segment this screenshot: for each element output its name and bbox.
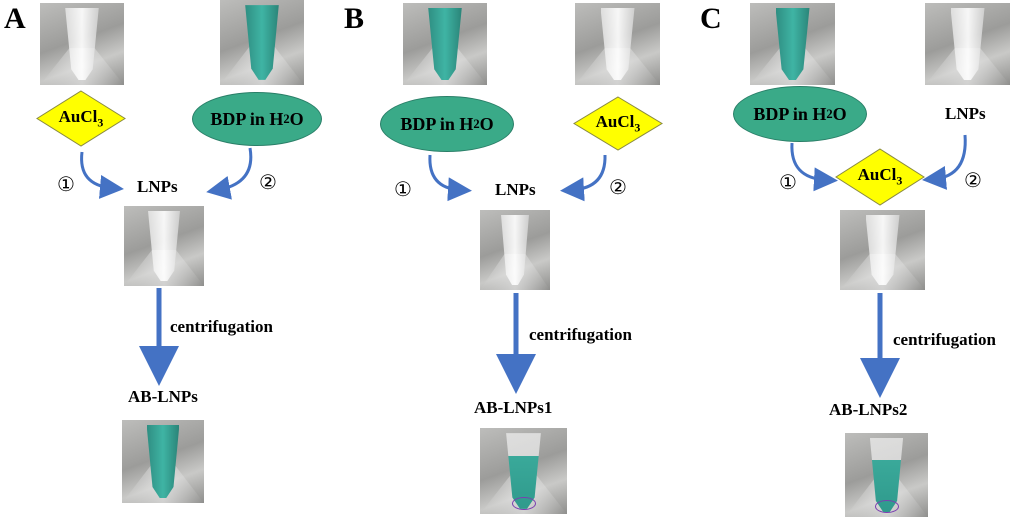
product-label: AB-LNPs1: [474, 398, 553, 417]
step-1-marker: ①: [57, 172, 75, 196]
aucl3-diamond: AuCl3: [573, 96, 663, 151]
photo-bdp-solution: [403, 3, 487, 85]
photo-lnps-solution: [925, 3, 1010, 85]
panel-label: C: [700, 2, 722, 35]
product-label: AB-LNPs2: [829, 400, 908, 419]
photo-product: [845, 433, 928, 517]
photo-product: [122, 420, 204, 503]
subscript: 3: [97, 115, 104, 130]
product-label: AB-LNPs: [128, 387, 198, 406]
curved-arrow-1: [428, 154, 472, 202]
step-2-marker: ②: [964, 168, 982, 192]
lnps-label: LNPs: [137, 177, 178, 196]
panel-label: A: [4, 2, 26, 35]
curved-arrow-2: [560, 154, 607, 202]
step-1-marker: ①: [394, 177, 412, 201]
step-2-marker: ②: [259, 170, 277, 194]
subscript: 3: [634, 120, 641, 135]
bdp-text: BDP in H: [400, 113, 474, 134]
photo-bdp-solution: [220, 0, 304, 85]
photo-aucl3-solution: [575, 3, 660, 85]
step-2-marker: ②: [609, 175, 627, 199]
lnps-label: LNPs: [495, 180, 536, 199]
precipitate-circle: [511, 497, 536, 510]
bdp-text: BDP in H: [210, 108, 284, 129]
bdp-text-tail: O: [289, 108, 304, 129]
photo-aucl3-solution: [40, 3, 124, 85]
process-label: centrifugation: [170, 317, 273, 336]
bdp-text-tail: O: [832, 103, 847, 124]
aucl3-text: AuCl: [857, 165, 897, 185]
subscript: 2: [283, 111, 290, 126]
precipitate-circle: [874, 500, 899, 513]
bdp-text-tail: O: [479, 113, 494, 134]
subscript: 2: [826, 106, 833, 121]
photo-lnps: [124, 206, 204, 286]
aucl3-diamond: AuCl3: [835, 148, 925, 206]
subscript: 2: [473, 116, 480, 131]
curved-arrow-2: [922, 134, 967, 190]
panel-label: B: [344, 2, 365, 35]
photo-product: [480, 428, 567, 514]
aucl3-text: AuCl: [58, 106, 98, 126]
process-label: centrifugation: [529, 325, 632, 344]
aucl3-diamond: AuCl3: [36, 90, 126, 147]
photo-bdp-solution: [750, 3, 835, 85]
aucl3-text: AuCl: [595, 111, 635, 131]
curved-arrow-1: [790, 142, 838, 192]
photo-mixture: [840, 210, 925, 290]
subscript: 3: [896, 173, 903, 188]
lnps-label: LNPs: [945, 104, 986, 123]
bdp-text: BDP in H: [753, 103, 827, 124]
curved-arrow-2: [206, 147, 253, 200]
step-1-marker: ①: [779, 170, 797, 194]
process-label: centrifugation: [893, 330, 996, 349]
photo-lnps: [480, 210, 550, 290]
curved-arrow-1: [80, 151, 124, 199]
